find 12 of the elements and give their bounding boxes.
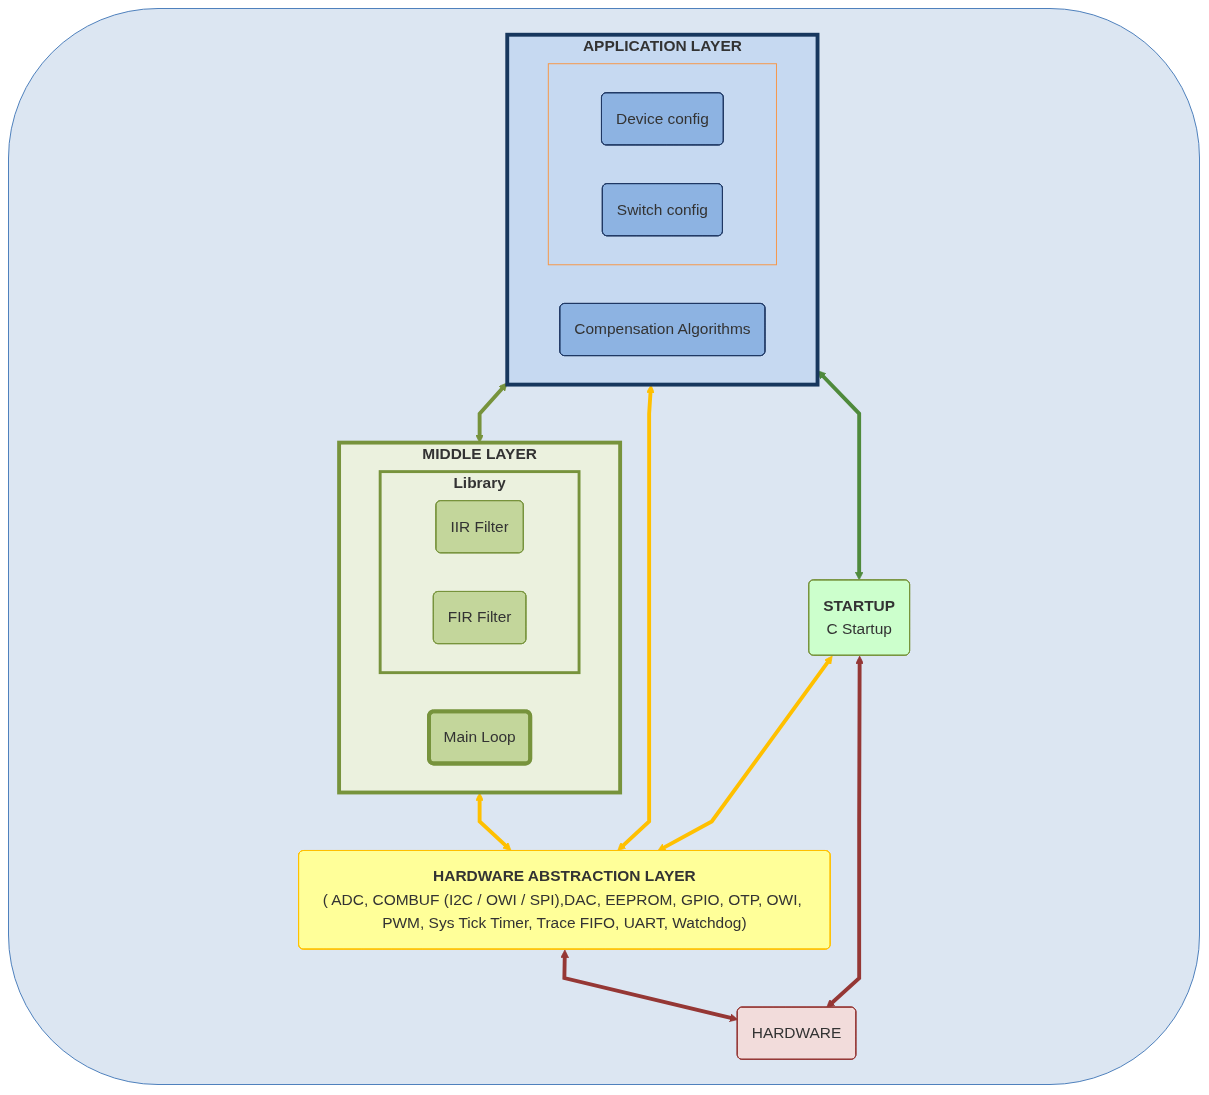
arrow [560, 949, 738, 1022]
outer-frame: MIDDLE LAYER Library IIR Filter FIR Filter Main Loop APPLICATION LAYER Device config Switch config Compensation Algorithms STARTUP C Startup HARDWARE ABSTRACTION LAYER ( ADC, COMBUF (I2C / OWI / SPI),DAC, EEPROM, GPIO, OTP, OWI, PWM, Sys Tick Timer, Trace FIFO, UART, Watchdog) HARDWARE [8, 8, 1200, 1085]
cluster [547, 62, 777, 265]
cluster [337, 440, 622, 794]
cluster [378, 469, 581, 674]
arrow [475, 792, 512, 851]
arrow [475, 382, 508, 443]
arrow [657, 655, 833, 851]
arrow [817, 369, 864, 580]
arrow [826, 655, 864, 1008]
cluster [505, 32, 820, 387]
arrow [617, 384, 655, 851]
